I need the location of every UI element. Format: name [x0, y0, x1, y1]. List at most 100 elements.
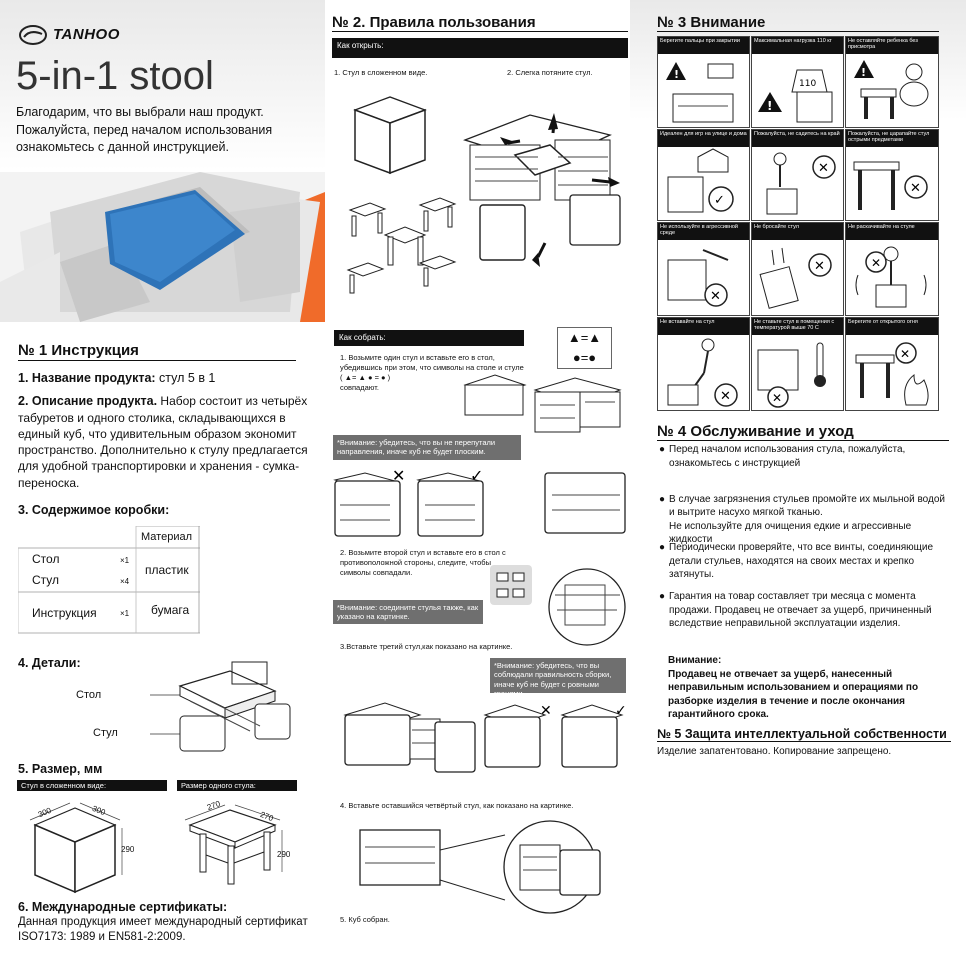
warning-cell: Берегите от открытого огня ✕ — [845, 317, 939, 411]
care-text: В случае загрязнения стульев промойте их… — [669, 493, 946, 546]
table-header-material: Материал — [141, 531, 192, 543]
indoor-outdoor-icon: ✓ — [667, 148, 734, 213]
warning-cell: Не ставьте стул в помещения с температур… — [751, 317, 844, 411]
warning-cell: Идеален для игр на улице и дома ✓ — [657, 129, 750, 221]
intro-text: Благодарим, что вы выбрали наш продукт. … — [16, 105, 273, 154]
symbol-circle-row: ●=● — [572, 350, 597, 365]
table-row-item: Стол — [32, 552, 60, 566]
size-single-label: Размер одного стула: — [177, 780, 297, 791]
ip-text: Изделие запатентовано. Копирование запре… — [657, 746, 892, 757]
contents-table: Материал Стол ×1 Стул ×4 пластик Инструк… — [18, 526, 200, 634]
assemble-note-1: *Внимание: убедитесь, что вы не перепута… — [333, 435, 521, 460]
warning-cell: Пожалуйста, не царапайте стул острыми пр… — [845, 129, 939, 221]
table-row-item: Стул — [32, 573, 60, 587]
size-heading: 5. Размер, мм — [18, 762, 103, 776]
section-5-heading: № 5 Защита интеллектуальной собственност… — [657, 727, 951, 742]
dim-label: 290 — [277, 850, 291, 859]
warning-caption: Идеален для игр на улице и дома — [658, 130, 749, 147]
warranty-warning: Внимание: Продавец не отвечает за ущерб,… — [668, 654, 953, 722]
care-text: Перед началом использования стула, пожал… — [669, 444, 906, 469]
brand-logo — [18, 24, 48, 46]
product-description: 2. Описание продукта. Набор состоит из ч… — [18, 393, 313, 491]
open-step-2: 2. Слегка потяните стул. — [507, 68, 593, 77]
warning-caption: Не ставьте стул в помещения с температур… — [752, 318, 843, 335]
svg-text:!: ! — [861, 66, 866, 79]
weight-value: 110 — [799, 79, 816, 89]
supervise-child-icon: ! — [854, 60, 929, 119]
warning-cell: Не используйте в агрессивной среде ✕ — [657, 222, 750, 316]
product-name-label: 1. Название продукта: — [18, 371, 156, 385]
no-rocking-icon: ✕ — [855, 246, 927, 308]
list-item: ●В случае загрязнения стульев промойте и… — [657, 479, 952, 560]
assemble-note-2: *Внимание: соедините стулья также, как у… — [333, 600, 483, 624]
table-material-paper: бумага — [151, 603, 190, 617]
product-description-text: Набор состоит из четырёх табуретов и одн… — [18, 394, 308, 490]
list-item: ●Периодически проверяйте, что все винты,… — [657, 541, 952, 582]
symbol-triangle-row: ▲=▲ — [567, 330, 602, 345]
connector-symbols — [490, 565, 532, 605]
svg-text:!: ! — [674, 68, 679, 81]
assemble-step4-illustration — [355, 815, 615, 915]
care-text: Гарантия на товар составляет три месяца … — [669, 591, 932, 629]
header-band — [0, 0, 325, 170]
svg-text:✓: ✓ — [470, 466, 483, 485]
symbol-legend: ▲=▲ ●=● — [557, 327, 612, 369]
warning-cell: Не оставляйте ребенка без присмотра ! — [845, 36, 939, 128]
warning-caption: Пожалуйста, не садитесь на край — [752, 130, 843, 147]
warning-caption: Пожалуйста, не царапайте стул острыми пр… — [846, 130, 938, 147]
care-text: Периодически проверяйте, что все винты, … — [669, 542, 934, 580]
svg-text:✕: ✕ — [814, 259, 825, 274]
table-row-item: Инструкция — [32, 606, 97, 620]
open-illustration — [340, 85, 635, 305]
warranty-warning-text: Продавец не отвечает за ущерб, нанесенны… — [668, 668, 919, 721]
warning-caption: Не оставляйте ребенка без присмотра — [846, 37, 938, 54]
size-folded-label: Стул в сложенном виде: — [17, 780, 167, 791]
open-bar: Как открыть: — [332, 38, 628, 58]
warning-cell: Берегите пальцы при закрытии ! — [657, 36, 750, 128]
svg-text:✕: ✕ — [772, 391, 782, 405]
assemble-bar: Как собрать: — [334, 330, 524, 346]
svg-text:✕: ✕ — [720, 389, 731, 404]
assemble-note-3: *Внимание: убедитесь, что вы соблюдали п… — [490, 658, 626, 698]
hero-photo — [0, 172, 325, 322]
table-row-qty: ×1 — [120, 609, 130, 618]
assemble-step-2: 2. Возьмите второй стул и вставьте его в… — [340, 548, 506, 577]
certificates-heading: 6. Международные сертификаты: — [18, 900, 228, 914]
warning-caption: Не бросайте стул — [752, 223, 843, 240]
section-1-heading: № 1 Инструкция — [18, 342, 296, 361]
assemble-step-5: 5. Куб собран. — [340, 915, 390, 924]
assemble-step1b-illustration: ✕ ✓ — [330, 465, 630, 540]
logo-icon — [19, 25, 47, 45]
assemble-step3-illustration: ✕ ✓ — [340, 695, 630, 785]
list-item: ●Перед началом использования стула, пожа… — [657, 443, 952, 470]
svg-text:!: ! — [767, 99, 772, 113]
parts-heading: 4. Детали: — [18, 656, 81, 670]
open-step-1: 1. Стул в сложенном виде. — [334, 68, 428, 77]
dim-label: 290 — [121, 845, 135, 854]
page-title: 5-in-1 stool — [16, 54, 214, 98]
section-2-heading: № 2. Правила пользования — [332, 14, 628, 32]
no-standing-icon: ✕ — [667, 338, 738, 407]
warning-cell: Максимальная нагрузка 110 кг ! 110 — [751, 36, 844, 128]
box-contents-heading: 3. Содержимое коробки: — [18, 503, 170, 517]
svg-text:✕: ✕ — [900, 347, 910, 361]
assemble-step-3: 3.Вставьте третий стул,как показано на к… — [340, 642, 513, 651]
part-label-table: Стол — [76, 689, 102, 701]
svg-text:✕: ✕ — [818, 161, 829, 176]
list-item: ●Гарантия на товар составляет три месяца… — [657, 590, 952, 631]
warning-caption: Не раскачивайте на стуле — [846, 223, 938, 240]
warranty-warning-title: Внимание: — [668, 655, 722, 666]
svg-text:✕: ✕ — [392, 466, 405, 485]
no-fire-icon: ✕ — [855, 342, 929, 406]
warning-cell: Пожалуйста, не садитесь на край ✕ — [751, 129, 844, 221]
svg-text:✓: ✓ — [615, 703, 627, 719]
pinch-warning-icon: ! — [666, 62, 734, 123]
section-3-heading: № 3 Внимание — [657, 14, 939, 32]
max-load-icon: ! 110 — [758, 69, 833, 123]
warning-cell: Не раскачивайте на стуле ✕ — [845, 222, 939, 316]
warning-cell: Не бросайте стул ✕ — [751, 222, 844, 316]
warning-caption: Максимальная нагрузка 110 кг — [752, 37, 843, 54]
section-4-heading: № 4 Обслуживание и уход — [657, 423, 949, 441]
svg-text:✓: ✓ — [714, 193, 725, 208]
assemble-step-1b: совпадают. — [340, 383, 379, 392]
